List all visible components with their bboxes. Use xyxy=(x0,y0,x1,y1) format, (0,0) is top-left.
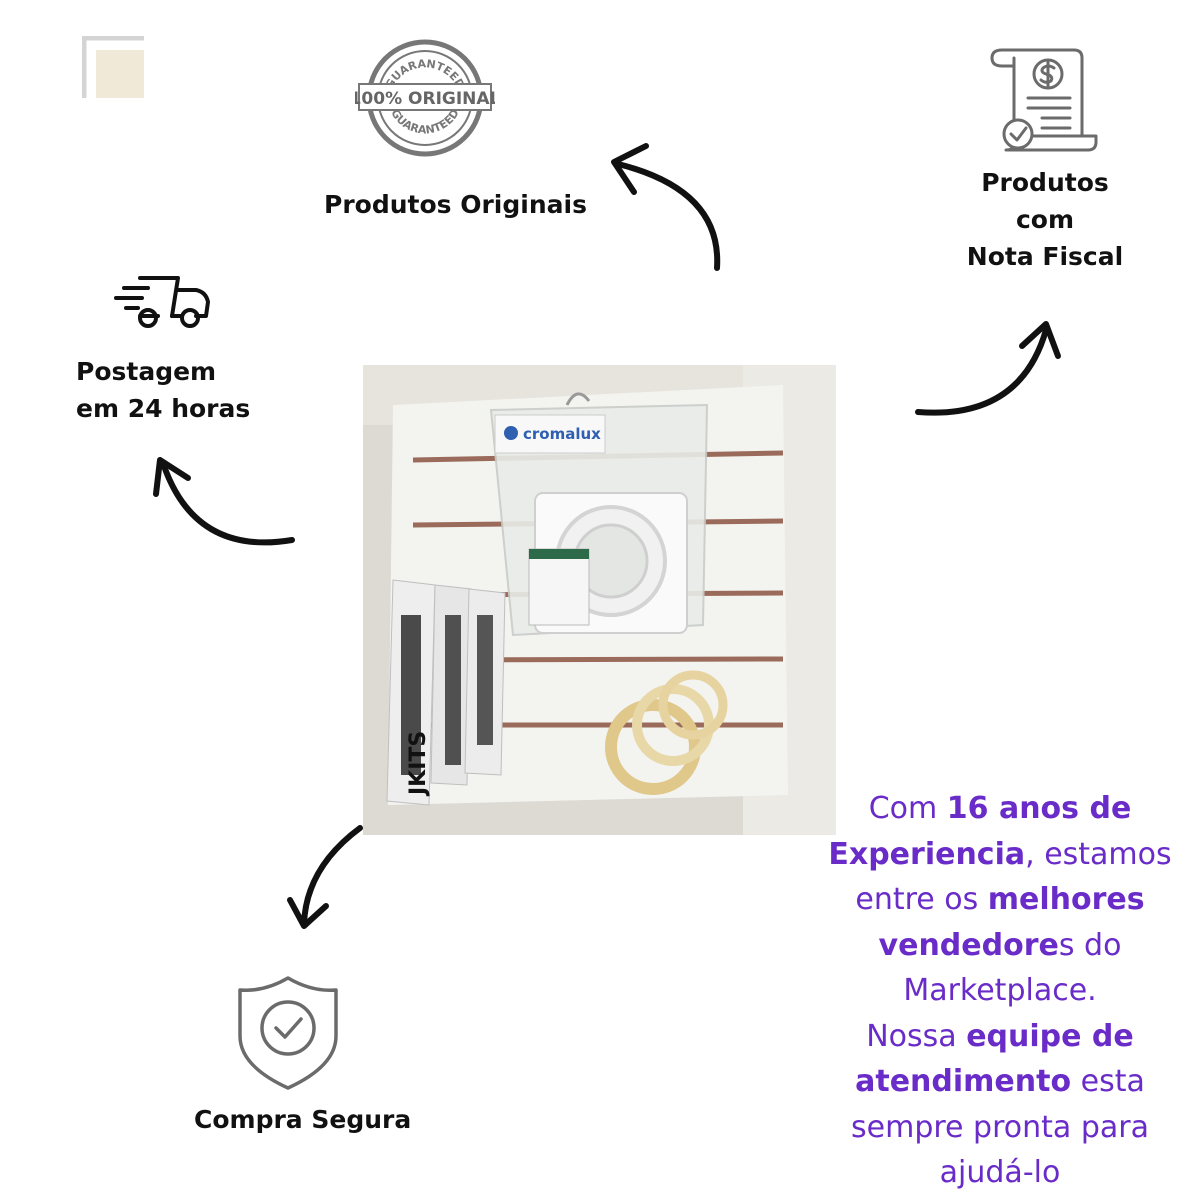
postagem-line-1: Postagem xyxy=(76,357,217,386)
promo-text-9: ajudá-lo xyxy=(939,1155,1061,1190)
curved-arrow-icon xyxy=(915,321,1061,416)
promo-bold-1: 16 anos de xyxy=(946,791,1132,826)
curved-arrow-icon xyxy=(611,143,721,271)
nota-line-1: Produtos xyxy=(981,168,1109,197)
promo-bold-2: Experiencia xyxy=(828,836,1026,872)
promo-text-6: Nossa xyxy=(866,1018,967,1054)
corner-logo xyxy=(82,36,144,98)
feature-nota-fiscal: Produtos com Nota Fiscal xyxy=(960,164,1130,275)
stamp-bottom-text: GUARANTEED xyxy=(388,107,462,137)
promo-text-4: s do xyxy=(1058,927,1122,963)
promo-text-3: entre os xyxy=(855,882,988,917)
curved-arrow-icon xyxy=(153,457,295,546)
brand-label: cromalux xyxy=(523,425,601,443)
shield-check-icon xyxy=(238,976,338,1090)
promo-bold-3: melhores xyxy=(987,882,1145,917)
promo-bold-6: atendimento xyxy=(855,1064,1072,1099)
promo-bold-5: equipe de xyxy=(966,1018,1134,1054)
delivery-truck-icon xyxy=(114,276,210,328)
original-stamp-icon: GUARANTEED GUARANTEED 100% ORIGINAL xyxy=(355,39,495,157)
feature-postagem: Postagem em 24 horas xyxy=(76,353,250,427)
promo-text-8: sempre pronta para xyxy=(851,1109,1149,1145)
feature-compra: Compra Segura xyxy=(194,1105,412,1134)
postagem-line-2: em 24 horas xyxy=(76,394,251,423)
nota-line-2: com xyxy=(1015,205,1075,234)
promo-text: Com 16 anos de Experiencia, estamos entr… xyxy=(820,786,1180,1196)
promo-bold-4: vendedore xyxy=(878,927,1059,963)
stamp-banner: 100% ORIGINAL xyxy=(355,89,495,109)
curved-arrow-icon xyxy=(287,825,363,929)
promo-text-5: Marketplace. xyxy=(903,973,1097,1008)
nota-line-3: Nota Fiscal xyxy=(966,242,1124,271)
svg-text:GUARANTEED: GUARANTEED xyxy=(388,107,462,137)
promo-text-7: esta xyxy=(1071,1064,1145,1099)
product-photo: cromalux JKITS xyxy=(363,365,836,835)
promo-text-1: Com xyxy=(868,791,947,826)
feature-originais: Produtos Originais xyxy=(324,190,587,219)
promo-text-2: , estamos xyxy=(1025,836,1172,872)
receipt-dollar-icon xyxy=(990,48,1098,152)
kits-label: JKITS xyxy=(406,731,431,797)
